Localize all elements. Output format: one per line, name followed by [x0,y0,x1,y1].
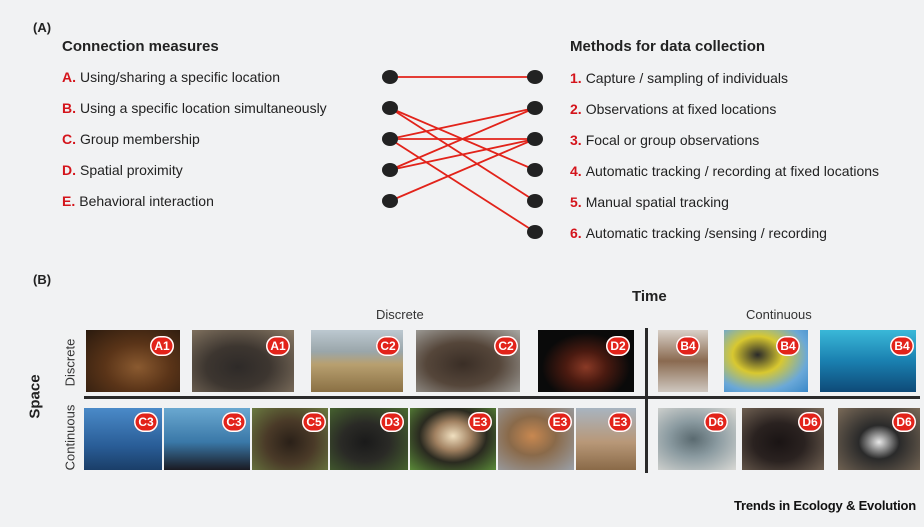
method-3: 3.Focal or group observations [570,132,760,148]
badge-c2-2: C2 [494,336,518,356]
badge-b4-3: B4 [890,336,914,356]
badge-d6-2: D6 [798,412,822,432]
badge-d3: D3 [380,412,404,432]
badge-c3-2: C3 [222,412,246,432]
badge-c2-1: C2 [376,336,400,356]
measure-b: B.Using a specific location simultaneous… [62,100,327,116]
badge-e3-1: E3 [468,412,492,432]
badge-a1-1: A1 [150,336,174,356]
method-6: 6.Automatic tracking /sensing / recordin… [570,225,827,241]
measure-e: E.Behavioral interaction [62,193,214,209]
discrete-time-label: Discrete [376,307,424,322]
link-D-2 [389,107,536,171]
badge-d6-3: D6 [892,412,916,432]
panel-a-label: (A) [33,20,52,35]
measure-d: D.Spatial proximity [62,162,183,178]
space-axis-label: Space [26,374,44,419]
node-measure-C [382,132,398,146]
horizontal-divider [84,396,920,399]
badge-d6-1: D6 [704,412,728,432]
badge-b4-1: B4 [676,336,700,356]
connection-links-diagram [382,70,543,239]
method-4: 4.Automatic tracking / recording at fixe… [570,163,880,179]
measure-c: C.Group membership [62,131,200,147]
continuous-space-label: Continuous [62,404,78,471]
link-C-2 [389,107,536,140]
badge-c3-1: C3 [134,412,158,432]
node-method-3 [527,132,543,146]
node-measure-A [382,70,398,84]
node-measure-E [382,194,398,208]
link-C-6 [389,138,536,233]
badge-e3-2: E3 [548,412,572,432]
node-method-6 [527,225,543,239]
node-method-2 [527,101,543,115]
continuous-time-label: Continuous [746,307,812,322]
badge-b4-2: B4 [776,336,800,356]
discrete-space-label: Discrete [62,338,78,387]
node-measure-B [382,101,398,115]
measure-a: A.Using/sharing a specific location [62,69,280,85]
connection-measures-title: Connection measures [62,38,219,55]
time-axis-label: Time [632,288,667,305]
journal-credit: Trends in Ecology & Evolution [734,498,916,513]
node-method-1 [527,70,543,84]
panel-b-label: (B) [33,272,52,287]
method-1: 1.Capture / sampling of individuals [570,70,789,86]
badge-a1-2: A1 [266,336,290,356]
badge-d2: D2 [606,336,630,356]
methods-title: Methods for data collection [570,38,766,55]
node-method-5 [527,194,543,208]
vertical-divider [645,328,648,473]
method-5: 5.Manual spatial tracking [570,194,729,210]
node-measure-D [382,163,398,177]
link-E-3 [389,138,536,202]
node-method-4 [527,163,543,177]
badge-c5: C5 [302,412,326,432]
badge-e3-3: E3 [608,412,632,432]
link-D-3 [389,138,536,171]
method-2: 2.Observations at fixed locations [570,101,777,117]
